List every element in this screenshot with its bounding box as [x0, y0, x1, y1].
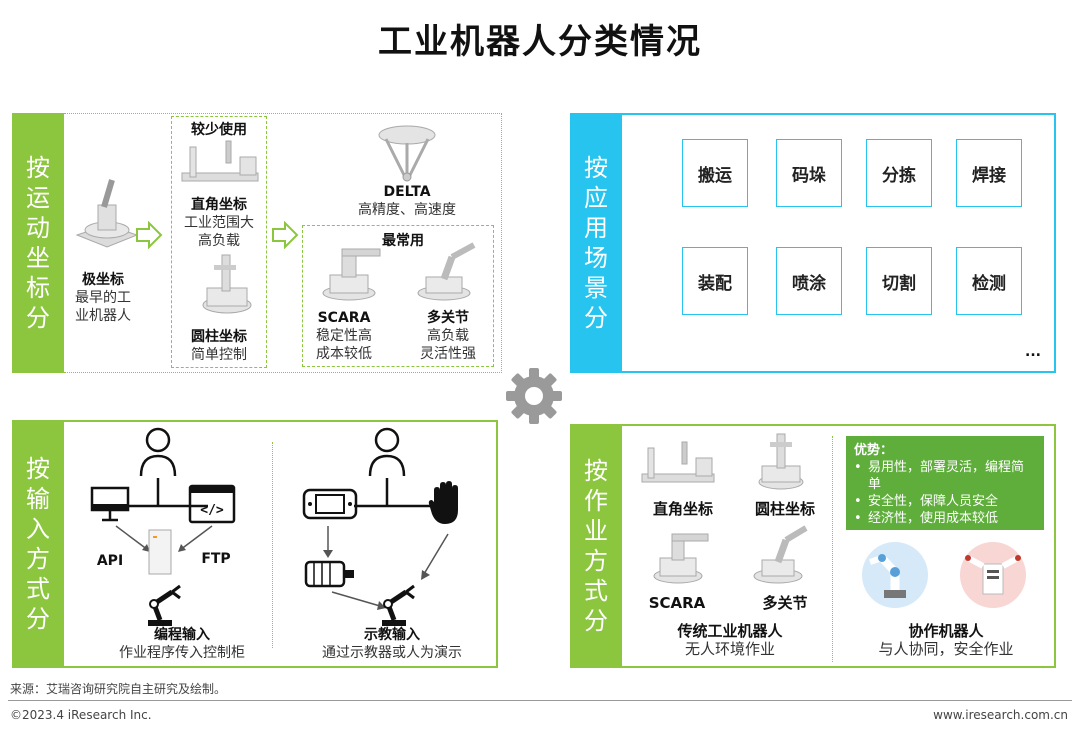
delta-robot-icon	[378, 125, 436, 182]
control-cabinet-icon	[148, 529, 172, 575]
multi-joint-robot-icon	[417, 242, 476, 301]
arrow-glove	[421, 533, 449, 580]
app-item-handling: 搬运	[682, 139, 748, 207]
app-item-assembly: 装配	[682, 247, 748, 315]
polar-robot-icon	[75, 179, 139, 248]
input-panel: 按输入方式分 </> API FTP	[12, 420, 498, 668]
input-sidebar: 按输入方式分	[12, 420, 64, 668]
advantages-box: 优势： 易用性，部署灵活，编程简单 安全性，保障人员安全 经济性，使用成本较低	[846, 436, 1044, 530]
person-icon	[139, 427, 177, 477]
less-used-label: 较少使用	[191, 122, 247, 138]
teach-pendant-icon	[302, 488, 358, 520]
work-cartesian-label: 直角坐标	[652, 500, 713, 518]
svg-text:</>: </>	[200, 503, 224, 518]
website: www.iresearch.com.cn	[933, 708, 1068, 722]
glove-icon	[428, 481, 458, 524]
multi-joint-label: 多关节 高负载 灵活性强	[420, 310, 476, 362]
motion-panel: 按运动坐标分 极坐标 最早的工业机器人 较少使用 直角坐标 工业范围大 高负载 …	[12, 113, 502, 373]
copyright: ©2023.4 iResearch Inc.	[10, 708, 152, 722]
most-used-label: 最常用	[382, 233, 424, 249]
arrow-right-icon	[272, 221, 299, 249]
traditional-label: 传统工业机器人 无人环境作业	[677, 622, 783, 658]
advantage-item: 安全性，保障人员安全	[854, 493, 1036, 510]
person-icon	[368, 427, 406, 477]
less-used-group	[171, 116, 267, 368]
computer-icon	[90, 486, 130, 522]
collab-label: 协作机器人 与人协同，安全作业	[878, 622, 1014, 658]
work-cylindrical-label: 圆柱坐标	[754, 500, 815, 518]
teaching-label: 示教输入 通过示教器或人为演示	[322, 627, 462, 661]
application-panel: 按应用场景分 搬运 码垛 分拣 焊接 装配 喷涂 切割 检测 ...	[570, 113, 1056, 373]
cylindrical-robot-icon	[202, 254, 252, 314]
app-item-cutting: 切割	[866, 247, 932, 315]
gear-icon	[506, 368, 562, 424]
connector-lines	[122, 478, 208, 508]
cylindrical-label: 圆柱坐标 简单控制	[191, 329, 247, 363]
app-item-inspection: 检测	[956, 247, 1022, 315]
work-sidebar: 按作业方式分	[570, 424, 622, 668]
polar-label: 极坐标 最早的工业机器人	[75, 272, 131, 324]
application-frame	[622, 113, 1056, 373]
work-panel: 按作业方式分 直角坐标 圆柱坐标 SCARA 多关节 传统工业机器人 无人环境作…	[570, 424, 1056, 668]
multi-joint-robot-icon	[753, 525, 808, 584]
arrow-ftp	[178, 525, 213, 552]
work-frame	[622, 424, 1056, 668]
api-label: API	[96, 553, 124, 569]
cobot-blue-icon	[862, 542, 928, 608]
arrow-right-icon	[136, 221, 163, 249]
input-divider	[272, 442, 273, 648]
app-item-spraying: 喷涂	[776, 247, 842, 315]
scara-robot-icon	[322, 248, 381, 301]
motion-sidebar: 按运动坐标分	[12, 113, 64, 373]
ftp-label: FTP	[201, 551, 231, 567]
arrow-pendant	[323, 526, 333, 558]
advantages-list: 易用性，部署灵活，编程简单 安全性，保障人员安全 经济性，使用成本较低	[854, 459, 1036, 527]
input-frame	[64, 420, 498, 668]
robot-arm-icon	[148, 584, 181, 626]
work-multi-joint-label: 多关节	[762, 594, 808, 612]
cylindrical-robot-icon	[758, 433, 804, 490]
app-item-welding: 焊接	[956, 139, 1022, 207]
app-item-palletizing: 码垛	[776, 139, 842, 207]
application-sidebar: 按应用场景分	[570, 113, 622, 373]
cartesian-robot-icon	[641, 441, 715, 483]
footer-divider	[8, 700, 1072, 701]
motion-frame	[64, 113, 502, 373]
source-note: 来源：艾瑞咨询研究院自主研究及绘制。	[10, 682, 227, 696]
programming-label: 编程输入 作业程序传入控制柜	[119, 627, 245, 661]
scara-label: SCARA 稳定性高 成本较低	[316, 310, 372, 362]
advantage-item: 经济性，使用成本较低	[854, 510, 1036, 527]
connector-lines	[354, 478, 440, 508]
advantage-item: 易用性，部署灵活，编程简单	[854, 459, 1036, 493]
page-title: 工业机器人分类情况	[378, 22, 702, 62]
scara-robot-icon	[653, 533, 709, 584]
cartesian-robot-icon	[181, 140, 259, 182]
work-scara-label: SCARA	[648, 594, 706, 612]
arrow-motor	[331, 591, 386, 610]
cartesian-label: 直角坐标 工业范围大 高负载	[184, 197, 254, 249]
cobot-red-icon	[960, 542, 1026, 608]
most-used-group	[302, 225, 494, 367]
code-window-icon: </>	[188, 484, 236, 524]
delta-label: DELTA 高精度、高速度	[358, 184, 456, 218]
motor-icon	[304, 560, 354, 588]
robot-arm-icon	[382, 584, 415, 626]
advantages-title: 优势：	[854, 443, 894, 458]
app-item-sorting: 分拣	[866, 139, 932, 207]
app-more: ...	[1025, 344, 1041, 360]
arrow-api	[115, 525, 150, 552]
work-divider	[832, 436, 833, 662]
